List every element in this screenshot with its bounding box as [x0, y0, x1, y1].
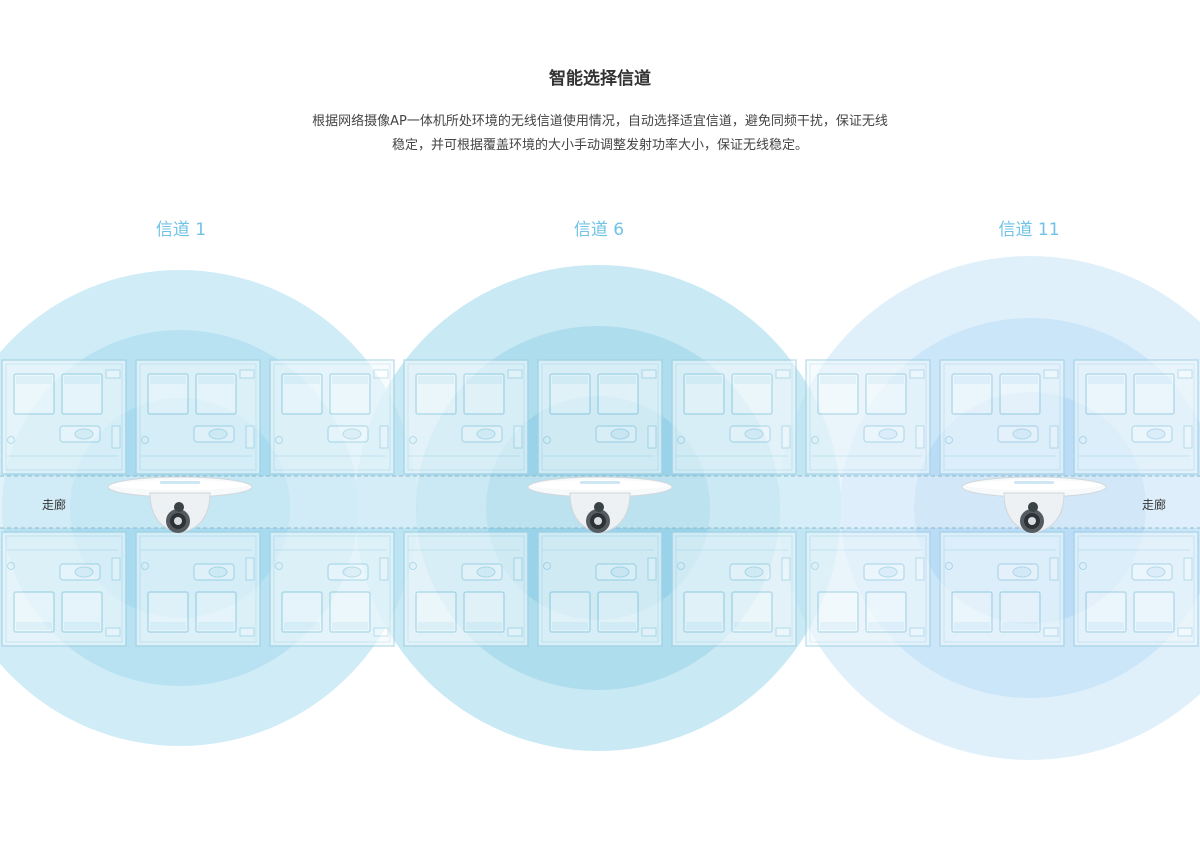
- page-description: 根据网络摄像AP一体机所处环境的无线信道使用情况，自动选择适宜信道，避免同频干扰…: [270, 110, 930, 158]
- description-line-1: 根据网络摄像AP一体机所处环境的无线信道使用情况，自动选择适宜信道，避免同频干扰…: [312, 114, 888, 129]
- page-title: 智能选择信道: [549, 69, 651, 89]
- channel-1-label: 信道 1: [155, 220, 207, 240]
- corridor-label-left: 走廊: [42, 498, 67, 512]
- rooms-top-row: [1, 359, 1199, 475]
- channel-6-label: 信道 6: [573, 220, 625, 240]
- rooms-bottom-row: [1, 531, 1199, 647]
- channel-11-label: 信道 11: [998, 220, 1060, 240]
- corridor-label-right: 走廊: [1142, 498, 1167, 512]
- description-line-2: 稳定，并可根据覆盖环境的大小手动调整发射功率大小，保证无线稳定。: [391, 138, 808, 153]
